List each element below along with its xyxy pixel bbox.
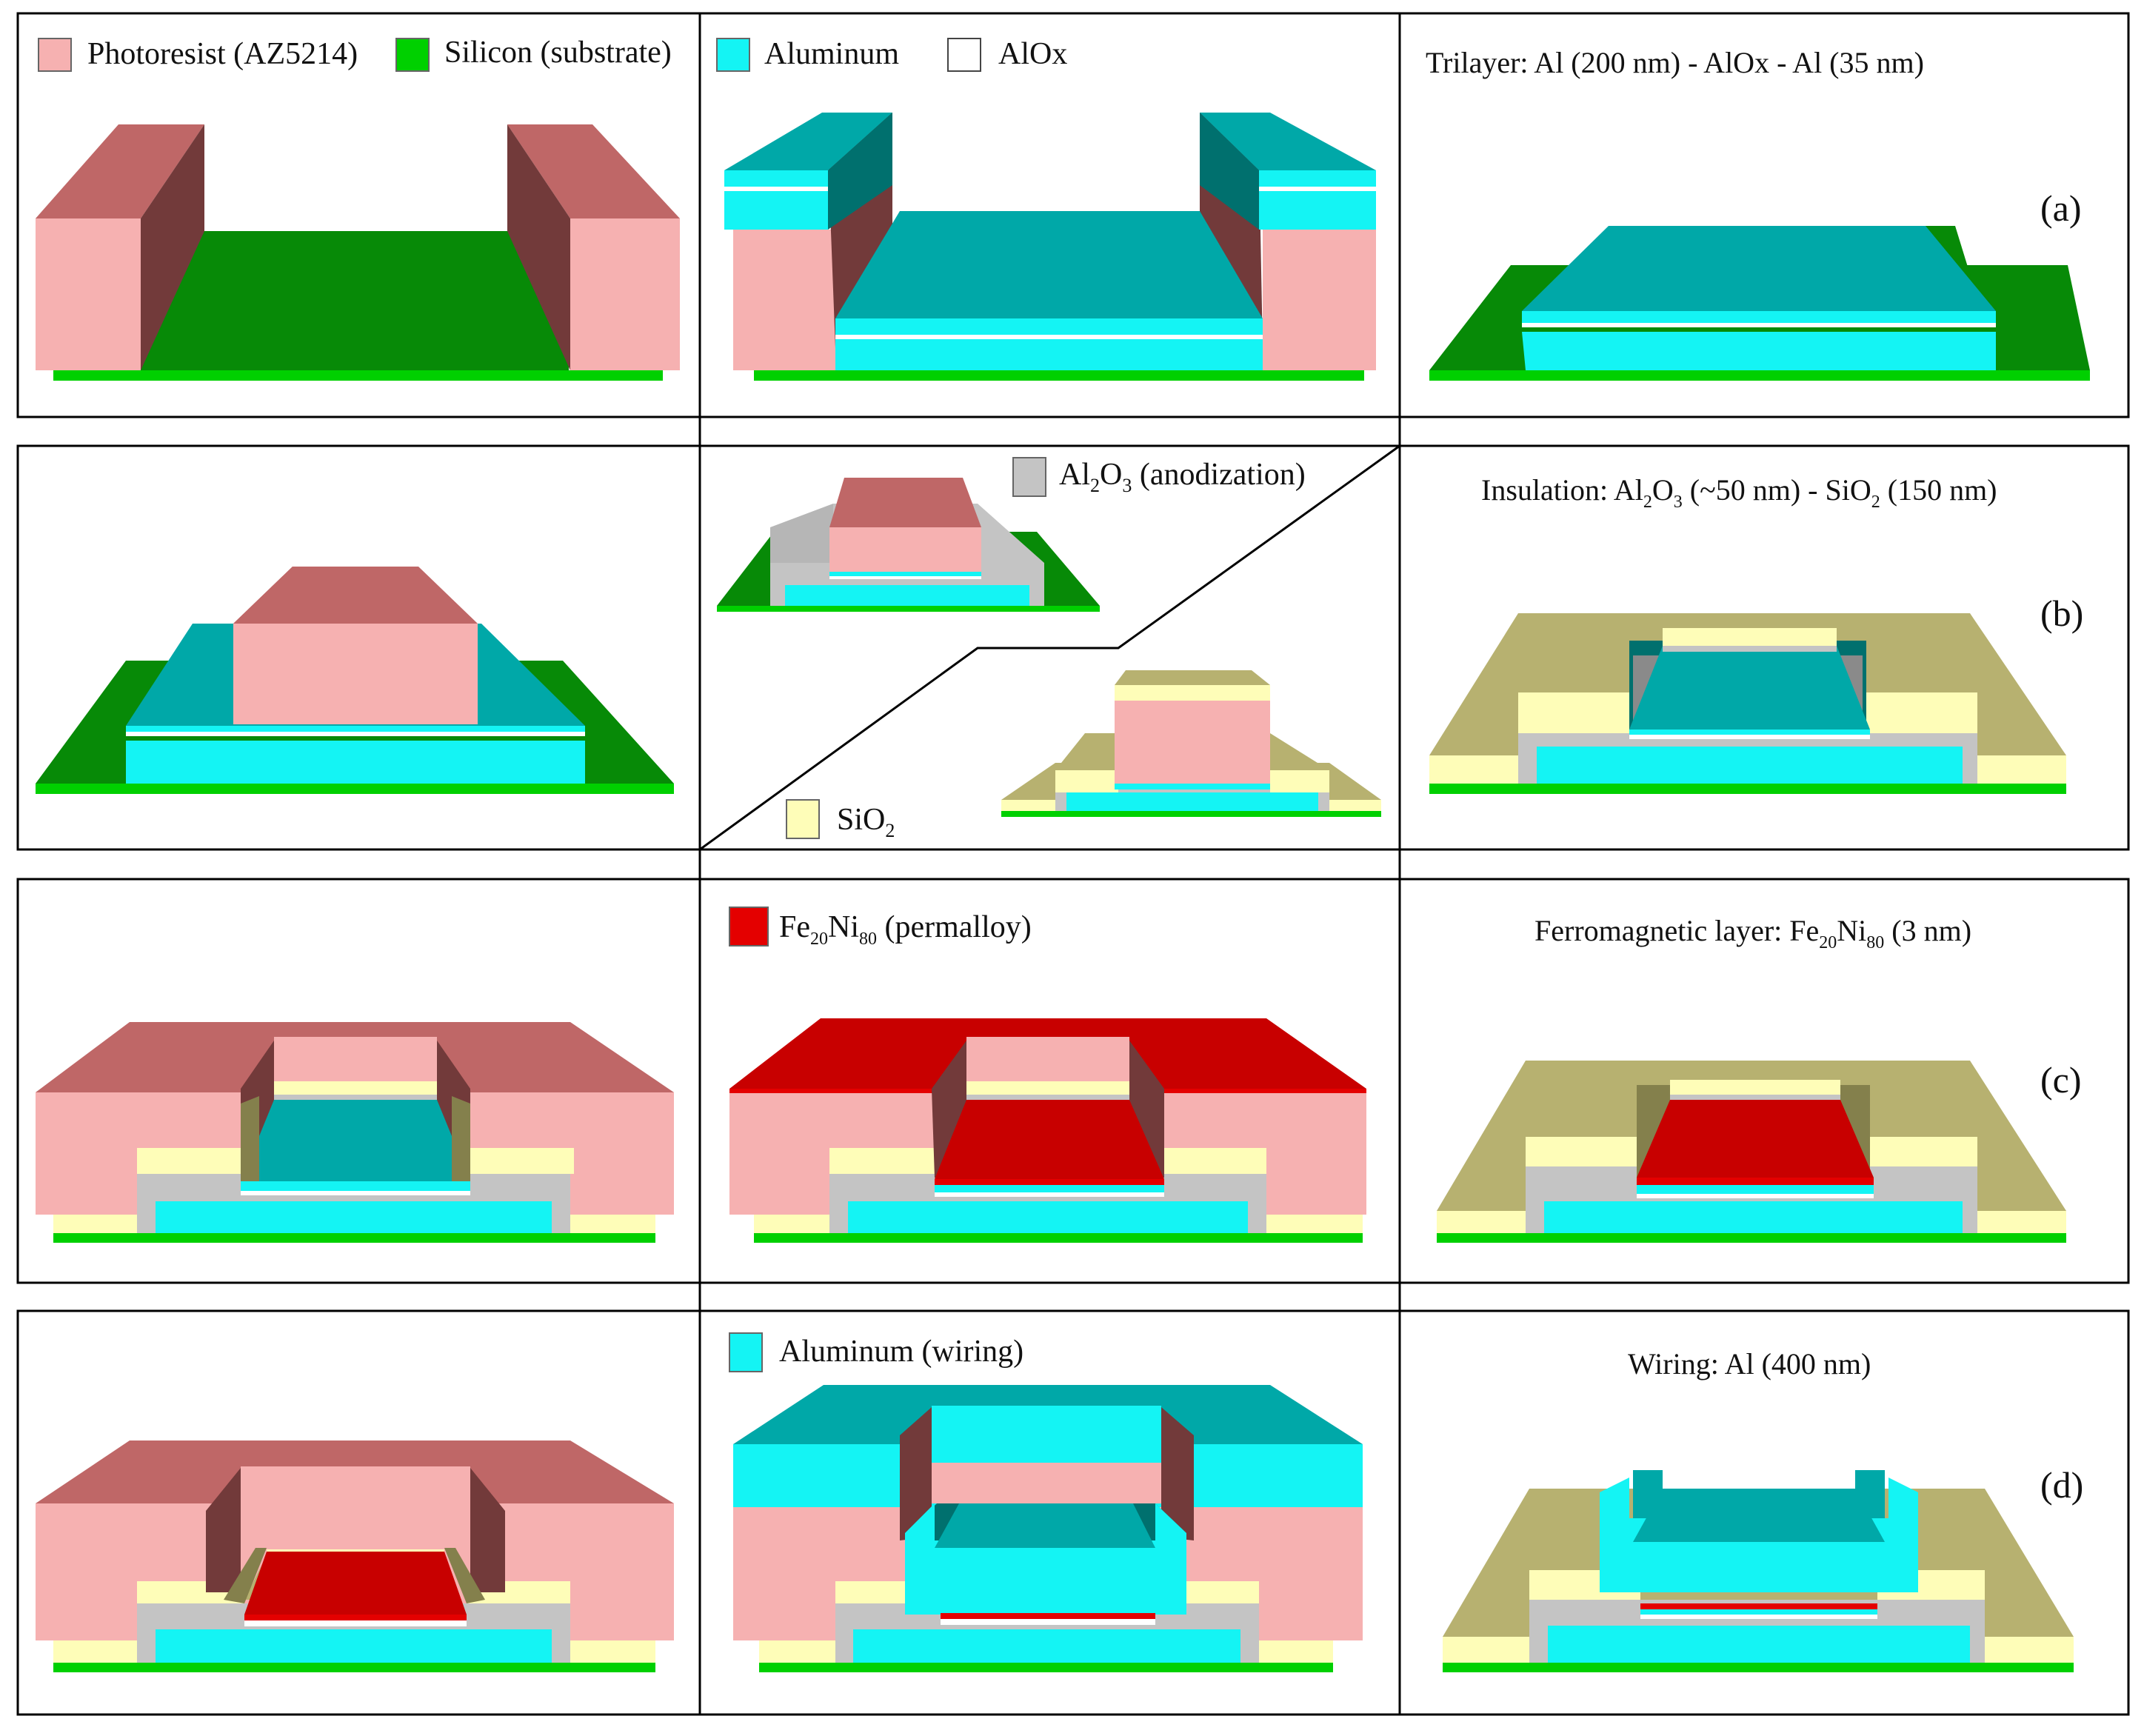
diagram-d3-wiring-result	[1443, 1470, 2074, 1672]
frame-row-b	[16, 444, 2130, 851]
legend-row-a: Photoresist (AZ5214) Silicon (substrate)…	[38, 36, 1067, 72]
row-label-a: (a)	[2040, 187, 2082, 229]
legend-silicon-swatch	[395, 38, 430, 72]
diagram-a2-trilayer-deposition	[724, 113, 1376, 381]
diagram-d1-wiring-mask	[36, 1440, 674, 1672]
split-divider	[699, 444, 1400, 851]
diagram-a1-photoresist-patterning	[36, 124, 680, 381]
caption-d: Wiring: Al (400 nm)	[1628, 1347, 1871, 1381]
legend-silicon-label: Silicon (substrate)	[444, 36, 672, 70]
frame-row-c	[16, 878, 2130, 1284]
legend-row-c: Fe20Ni80 (permalloy)	[729, 907, 1032, 949]
legend-row-d: Aluminum (wiring)	[729, 1332, 1023, 1372]
legend-row-b: Al2O3 (anodization) SiO2	[786, 457, 1306, 841]
legend-photoresist-swatch	[38, 38, 72, 72]
diagram-c3-permalloy-result	[1437, 1061, 2066, 1243]
frame-row-a	[16, 12, 2130, 418]
caption-b: Insulation: Al2O3 (~50 nm) - SiO2 (150 n…	[1481, 473, 1997, 512]
legend-photoresist-label: Photoresist (AZ5214)	[87, 37, 358, 71]
diagram-b2-sio2-deposition	[1001, 670, 1381, 817]
caption-c: Ferromagnetic layer: Fe20Ni80 (3 nm)	[1534, 914, 1971, 952]
legend-alox-label: AlOx	[998, 37, 1067, 71]
diagram-b3-insulated-junction	[1429, 613, 2066, 794]
row-label-c: (c)	[2040, 1059, 2082, 1101]
diagram-c2-permalloy-deposition	[729, 1018, 1366, 1243]
panel-frames	[16, 12, 2130, 1716]
row-label-d: (d)	[2040, 1464, 2083, 1506]
diagram-a3-trilayer-result	[1429, 226, 2090, 381]
diagram-b2-anodization	[717, 478, 1100, 612]
row-label-b: (b)	[2040, 592, 2083, 634]
diagram-c1-permalloy-mask	[36, 1022, 674, 1243]
legend-al2o3-swatch	[1012, 457, 1046, 497]
legend-permalloy-label: Fe20Ni80 (permalloy)	[779, 910, 1032, 949]
legend-sio2-swatch	[786, 799, 820, 839]
legend-permalloy-swatch	[729, 907, 769, 947]
diagram-d2-wiring-deposition	[733, 1385, 1363, 1672]
legend-aluminum-swatch	[716, 38, 750, 72]
legend-aluminum-wiring-swatch	[729, 1332, 763, 1372]
caption-a: Trilayer: Al (200 nm) - AlOx - Al (35 nm…	[1426, 46, 1924, 79]
legend-sio2-label: SiO2	[837, 803, 895, 841]
legend-al2o3-label: Al2O3 (anodization)	[1059, 458, 1306, 496]
legend-alox-swatch	[947, 38, 981, 72]
diagram-b1-junction-mask	[36, 567, 674, 794]
frame-row-d	[16, 1309, 2130, 1716]
legend-aluminum-wiring-label: Aluminum (wiring)	[779, 1335, 1023, 1369]
legend-aluminum-label: Aluminum	[764, 37, 899, 71]
